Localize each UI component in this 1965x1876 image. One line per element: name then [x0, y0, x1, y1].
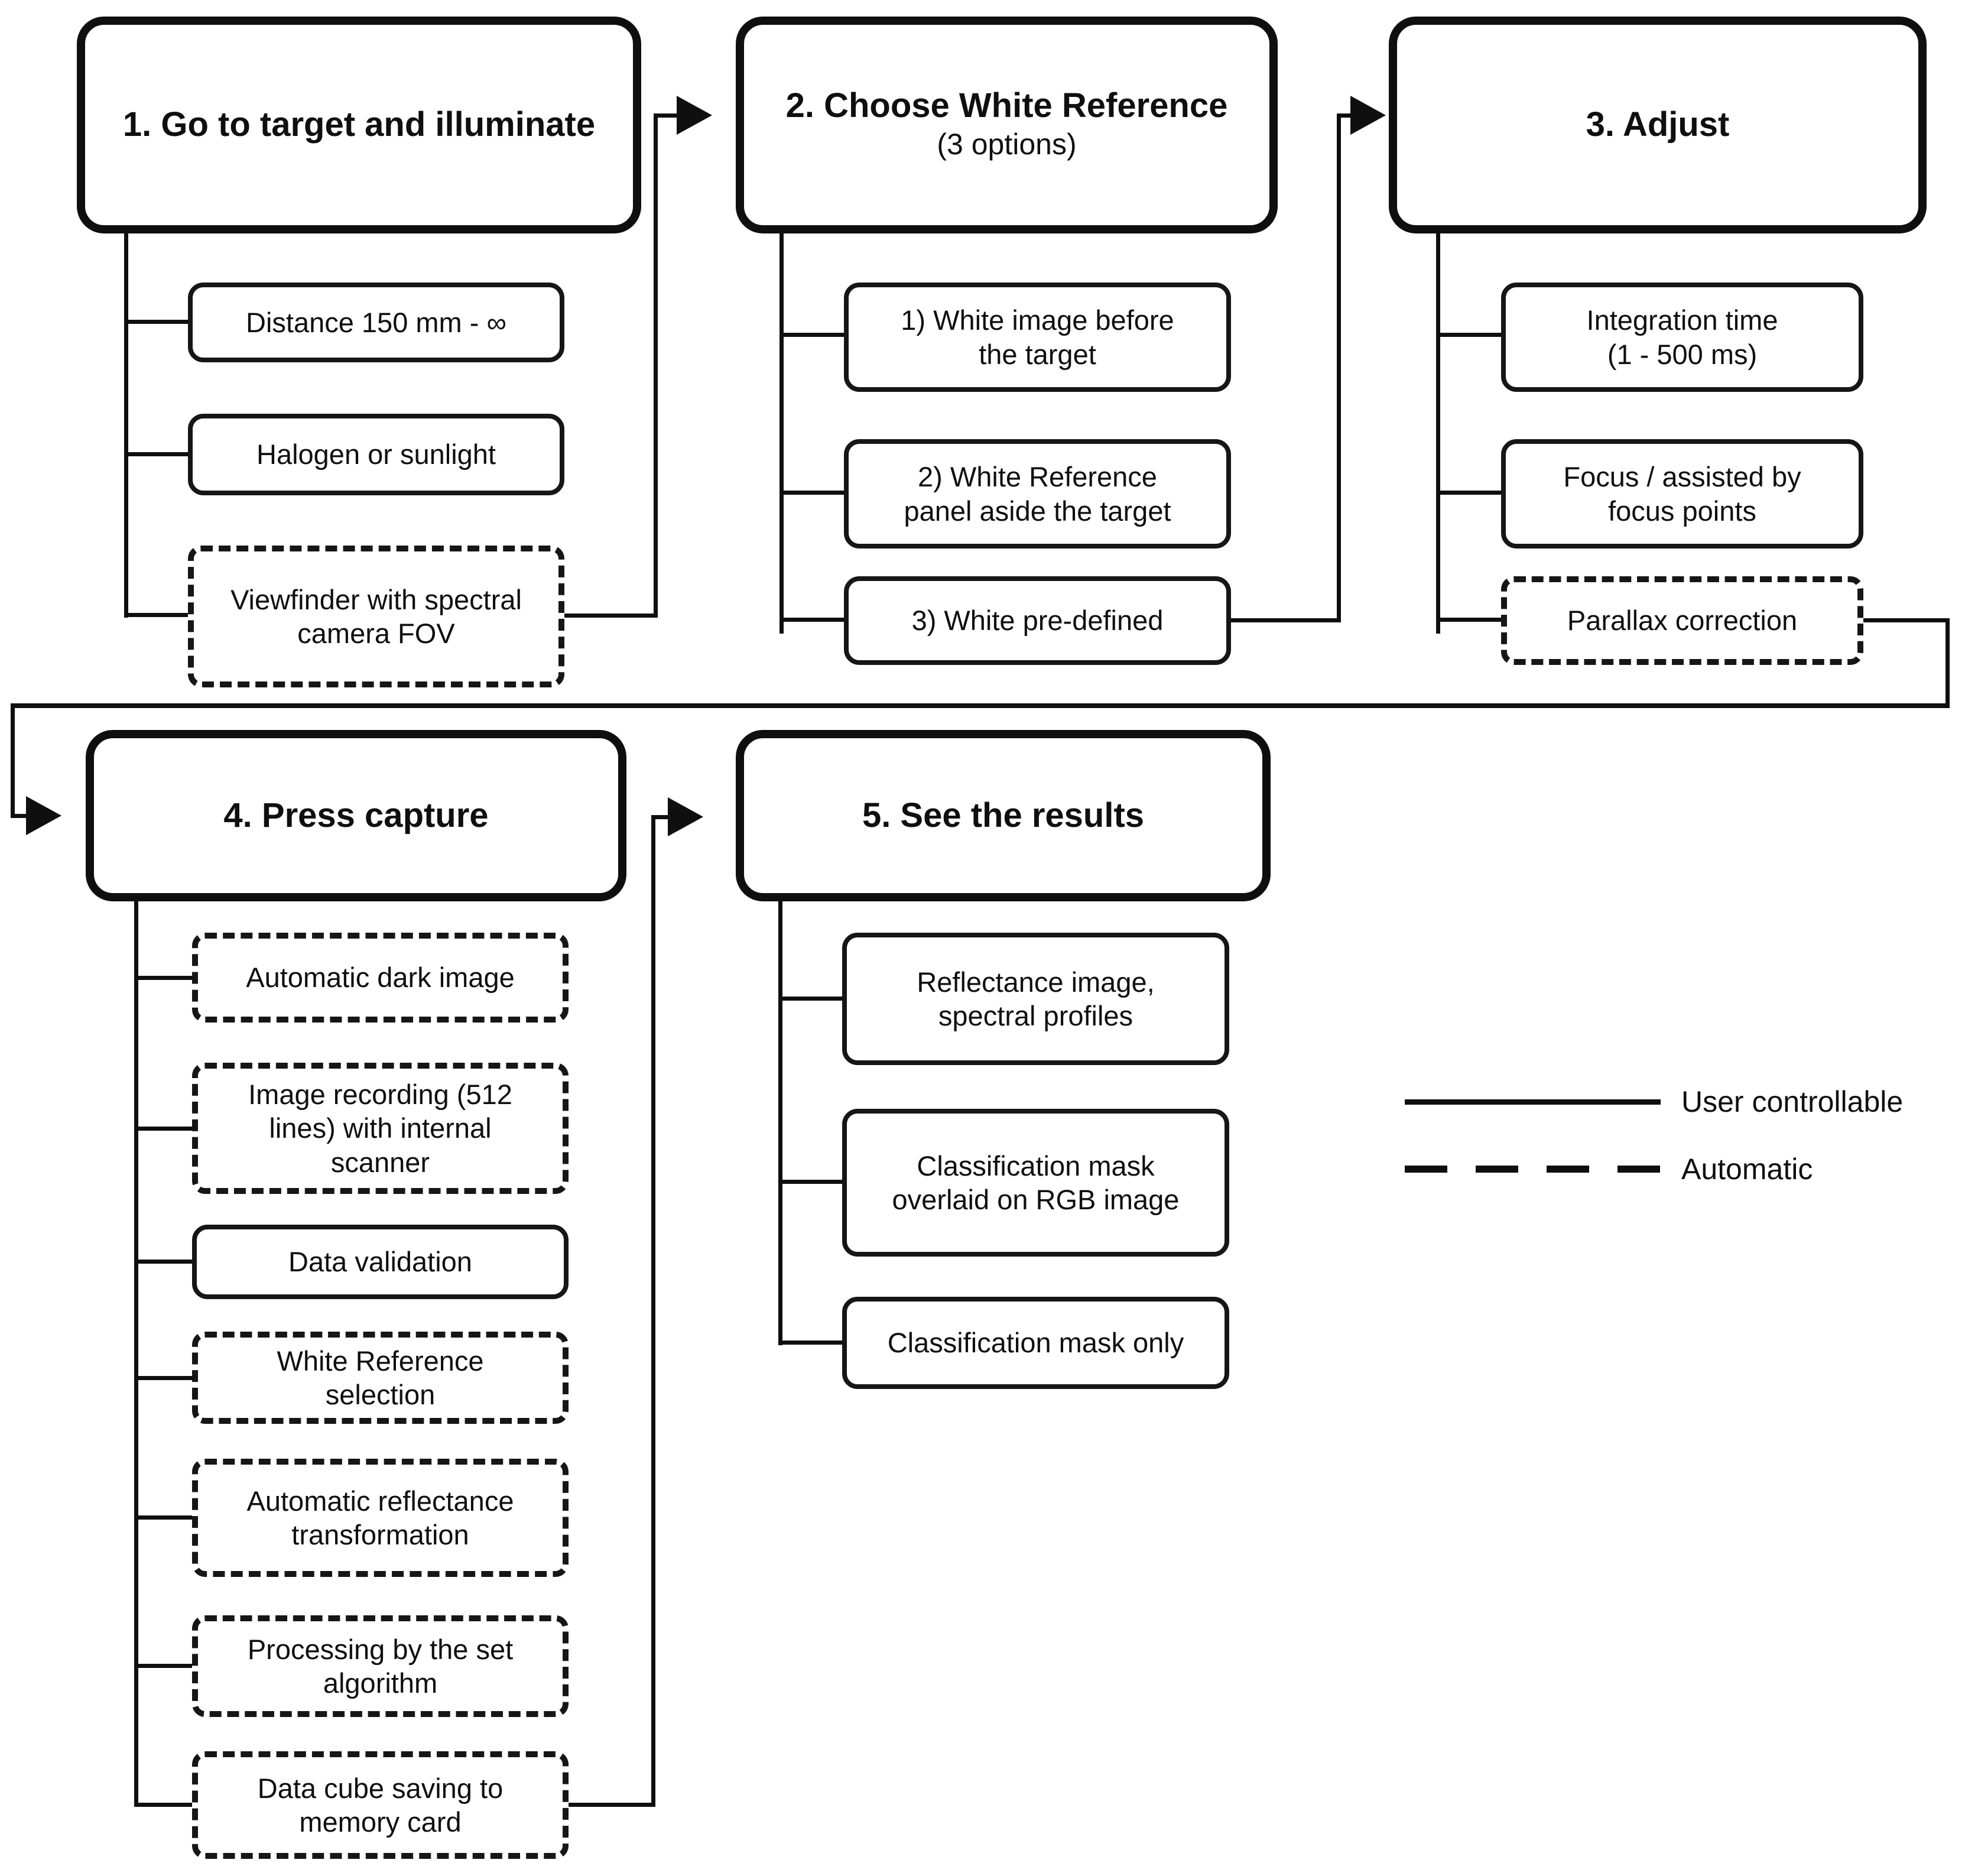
stub-line — [1436, 333, 1502, 337]
sub-box-label: Viewfinder with spectral camera FOV — [230, 583, 522, 649]
sub-box-label: Automatic dark image — [246, 962, 515, 994]
stub-line — [779, 333, 846, 337]
sub-box-label: Data cube saving to memory card — [257, 1772, 504, 1838]
legend-dashed-label: Automatic — [1681, 1153, 1813, 1186]
sub-box-label: 3) White pre-defined — [911, 605, 1164, 637]
sub-box-label: Distance 150 mm - ∞ — [246, 306, 506, 338]
step-1-title: 1. Go to target and illuminate — [122, 105, 596, 144]
legend-dashed-line — [1405, 1166, 1661, 1173]
step-4-box: 4. Press capture — [86, 730, 626, 901]
trunk-line-step-1 — [124, 233, 128, 618]
sub-box-label: Processing by the set algorithm — [247, 1633, 514, 1699]
trunk-line-step-2 — [779, 233, 784, 634]
sub-box-focus: Focus / assisted by focus points — [1501, 439, 1863, 548]
stub-line — [134, 1515, 193, 1520]
sub-box-viewfinder-fov: Viewfinder with spectral camera FOV — [188, 546, 564, 687]
sub-box-processing-algorithm: Processing by the set algorithm — [192, 1615, 569, 1717]
connector-line — [1337, 113, 1358, 118]
sub-box-automatic-dark-image: Automatic dark image — [192, 933, 569, 1023]
trunk-line-step-4 — [134, 901, 138, 1807]
stub-line — [778, 1341, 843, 1345]
sub-box-label: 1) White image before the target — [901, 304, 1174, 370]
step-2-subtitle: (3 options) — [937, 128, 1077, 161]
connector-line — [1231, 618, 1341, 622]
connector-line — [569, 1803, 655, 1807]
sub-box-reflectance-image: Reflectance image, spectral profiles — [842, 933, 1229, 1065]
connector-line — [654, 113, 680, 118]
connector-line — [564, 614, 658, 618]
arrow-right-into-step-2-icon — [677, 96, 712, 135]
connector-line — [1945, 618, 1950, 708]
sub-box-white-ref-panel: 2) White Reference panel aside the targe… — [844, 439, 1231, 548]
sub-box-white-reference-selection: White Reference selection — [192, 1332, 569, 1424]
connector-line — [11, 814, 30, 818]
legend-solid-line — [1405, 1099, 1661, 1105]
sub-box-parallax-correction: Parallax correction — [1501, 576, 1863, 665]
connector-line — [651, 815, 655, 1807]
sub-box-label: Classification mask overlaid on RGB imag… — [892, 1150, 1180, 1215]
step-2-title: 2. Choose White Reference — [785, 86, 1228, 125]
sub-box-classification-only: Classification mask only — [842, 1297, 1229, 1389]
step-1-box: 1. Go to target and illuminate — [77, 17, 641, 233]
sub-box-label: Image recording (512 lines) with interna… — [248, 1079, 512, 1178]
stub-line — [778, 997, 843, 1001]
stub-line — [779, 491, 846, 495]
step-3-title: 3. Adjust — [1586, 105, 1730, 144]
arrow-right-into-step-3-icon — [1350, 96, 1386, 135]
sub-box-label: Data validation — [288, 1246, 472, 1278]
sub-box-data-cube-saving: Data cube saving to memory card — [192, 1751, 569, 1859]
sub-box-integration-time: Integration time (1 - 500 ms) — [1501, 283, 1863, 392]
sub-box-distance: Distance 150 mm - ∞ — [188, 283, 564, 362]
stub-line — [134, 1664, 193, 1668]
sub-box-label: Reflectance image, spectral profiles — [917, 966, 1155, 1031]
stub-line — [778, 1180, 843, 1184]
connector-line — [1863, 618, 1950, 622]
sub-box-label: Classification mask only — [887, 1327, 1184, 1359]
legend-solid-label: User controllable — [1681, 1085, 1904, 1118]
sub-box-classification-overlaid: Classification mask overlaid on RGB imag… — [842, 1109, 1229, 1257]
trunk-line-step-3 — [1436, 233, 1440, 634]
arrow-right-into-step-4-icon — [26, 796, 61, 835]
sub-box-label: Focus / assisted by focus points — [1563, 461, 1801, 527]
stub-line — [1436, 618, 1502, 622]
stub-line — [1436, 491, 1502, 495]
sub-box-reflectance-transformation: Automatic reflectance transformation — [192, 1459, 569, 1577]
sub-box-halogen-or-sunlight: Halogen or sunlight — [188, 414, 564, 495]
sub-box-white-image-before: 1) White image before the target — [844, 283, 1231, 392]
step-4-title: 4. Press capture — [223, 796, 489, 835]
sub-box-label: Automatic reflectance transformation — [246, 1485, 514, 1550]
sub-box-label: 2) White Reference panel aside the targe… — [904, 461, 1171, 527]
sub-box-label: Halogen or sunlight — [256, 439, 496, 470]
connector-line — [654, 113, 658, 618]
sub-box-data-validation: Data validation — [192, 1225, 569, 1299]
sub-box-label: Parallax correction — [1567, 605, 1798, 637]
stub-line — [124, 613, 189, 617]
stub-line — [124, 320, 189, 324]
connector-line — [1337, 113, 1341, 622]
step-2-box: 2. Choose White Reference (3 options) — [736, 17, 1278, 233]
sub-box-white-predefined: 3) White pre-defined — [844, 576, 1231, 665]
stub-line — [124, 452, 189, 456]
connector-line-wrap — [11, 703, 1950, 708]
sub-box-image-recording: Image recording (512 lines) with interna… — [192, 1063, 569, 1194]
connector-line — [11, 703, 15, 818]
step-5-box: 5. See the results — [736, 730, 1271, 901]
stub-line — [134, 1127, 193, 1131]
stub-line — [134, 976, 193, 980]
connector-line — [651, 815, 671, 819]
step-5-title: 5. See the results — [862, 796, 1145, 835]
stub-line — [779, 618, 846, 622]
stub-line — [134, 1260, 193, 1264]
step-3-box: 3. Adjust — [1389, 17, 1927, 233]
stub-line — [134, 1803, 193, 1807]
trunk-line-step-5 — [778, 901, 782, 1345]
sub-box-label: White Reference selection — [277, 1345, 484, 1410]
stub-line — [134, 1376, 193, 1380]
arrow-right-into-step-5-icon — [668, 797, 703, 836]
sub-box-label: Integration time (1 - 500 ms) — [1586, 304, 1778, 370]
